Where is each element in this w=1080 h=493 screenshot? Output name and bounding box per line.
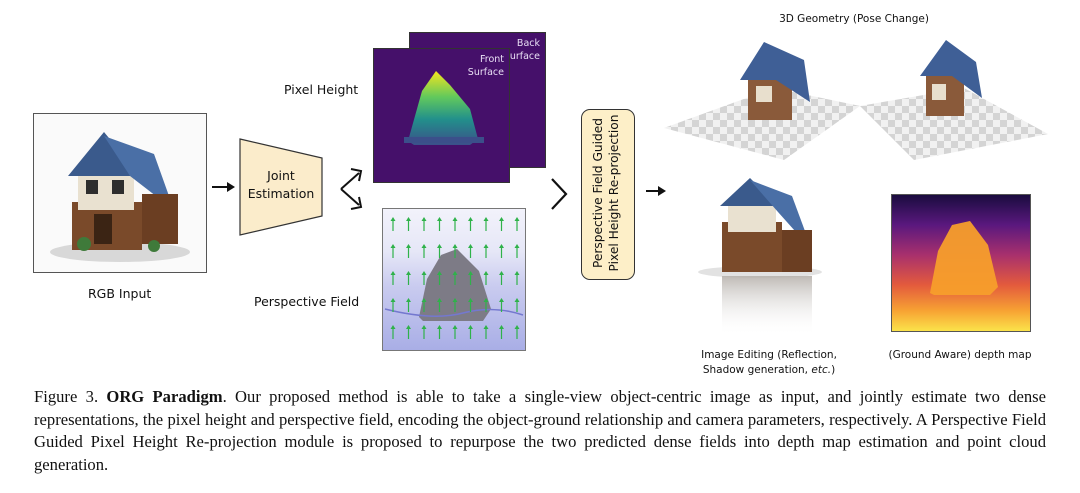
- pixel-height-front-surface: Front Surface: [373, 48, 510, 183]
- joint-label-line-1: Joint: [239, 167, 323, 185]
- image-editing-label: Image Editing (Reflection, Shadow genera…: [686, 348, 852, 378]
- pixel-height-label: Pixel Height: [284, 82, 358, 97]
- field-arrow: [515, 325, 520, 339]
- field-arrow: [406, 244, 411, 258]
- field-arrow: [484, 217, 489, 231]
- joint-label-line-2: Estimation: [239, 185, 323, 203]
- editing-label-line-2: Shadow generation, etc.): [686, 363, 852, 378]
- field-arrow: [406, 217, 411, 231]
- split-arrows-icon: [337, 165, 365, 213]
- field-arrow: [391, 244, 396, 258]
- editing-label-etc: etc.: [811, 364, 831, 376]
- perspective-field-label: Perspective Field: [254, 294, 359, 309]
- figure-caption: Figure 3. ORG Paradigm. Our proposed met…: [34, 386, 1046, 476]
- geometry-label: 3D Geometry (Pose Change): [754, 12, 954, 27]
- field-arrow: [484, 271, 489, 285]
- house-illustration: [34, 114, 206, 272]
- field-arrow: [468, 325, 473, 339]
- caption-title: ORG Paradigm: [106, 387, 222, 406]
- field-arrow: [515, 217, 520, 231]
- geometry-point-clouds: [664, 36, 1054, 160]
- depth-map-image: [891, 194, 1031, 332]
- field-arrow: [515, 271, 520, 285]
- depth-silhouette: [892, 195, 1030, 331]
- field-arrow: [391, 325, 396, 339]
- field-arrow: [453, 325, 458, 339]
- field-arrow: [468, 217, 473, 231]
- field-arrow: [437, 217, 442, 231]
- editing-label-close: ): [831, 364, 835, 376]
- front-surface-line-2: Surface: [468, 66, 504, 79]
- field-arrow: [437, 325, 442, 339]
- field-arrow: [391, 271, 396, 285]
- field-arrow: [422, 325, 427, 339]
- depth-map-label: (Ground Aware) depth map: [866, 348, 1054, 363]
- field-arrow: [406, 325, 411, 339]
- field-arrow: [468, 244, 473, 258]
- joint-estimation-label: Joint Estimation: [239, 167, 323, 203]
- field-arrow: [499, 325, 504, 339]
- caption-prefix: Figure 3.: [34, 387, 106, 406]
- module-label-line-1: Perspective Field Guided: [591, 118, 605, 268]
- field-arrow: [422, 217, 427, 231]
- field-arrow: [391, 217, 396, 231]
- field-arrow: [453, 217, 458, 231]
- module-label-line-2: Pixel Height Re-projection: [607, 115, 621, 272]
- arrow-right-icon: [644, 185, 668, 197]
- rgb-input-image: [33, 113, 207, 273]
- editing-label-line-1: Image Editing (Reflection,: [686, 348, 852, 363]
- field-arrow: [499, 244, 504, 258]
- editing-label-text: Shadow generation,: [703, 364, 812, 376]
- field-arrow: [422, 271, 427, 285]
- perspective-field-image: [382, 208, 526, 351]
- front-surface-label: Front Surface: [468, 53, 504, 79]
- field-arrow: [422, 244, 427, 258]
- field-arrow: [515, 298, 520, 312]
- field-arrow: [406, 298, 411, 312]
- field-arrow: [406, 271, 411, 285]
- image-editing-result: [688, 176, 848, 340]
- field-arrow: [499, 217, 504, 231]
- chevron-right-icon: [548, 176, 570, 212]
- field-arrow: [484, 325, 489, 339]
- field-arrow: [484, 244, 489, 258]
- rgb-input-label: RGB Input: [88, 286, 151, 301]
- reprojection-module-label: Perspective Field Guided Pixel Height Re…: [581, 109, 633, 278]
- arrow-right-icon: [210, 181, 236, 193]
- perspective-field-arrows: [383, 209, 525, 350]
- front-surface-line-1: Front: [468, 53, 504, 66]
- field-arrow: [499, 271, 504, 285]
- field-arrow: [515, 244, 520, 258]
